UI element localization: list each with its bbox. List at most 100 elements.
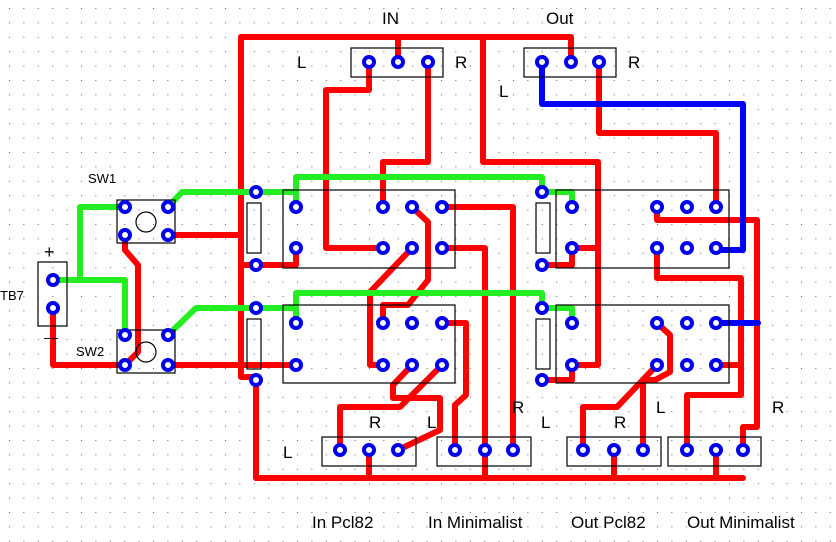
grid-dot bbox=[181, 368, 183, 369]
grid-dot bbox=[685, 123, 687, 125]
grid-dot bbox=[66, 425, 68, 427]
diode4-outline bbox=[535, 318, 551, 370]
grid-dot bbox=[153, 339, 154, 341]
grid-dot bbox=[37, 209, 39, 211]
grid-dot bbox=[469, 425, 471, 427]
grid-dot bbox=[829, 123, 831, 125]
grid-dot bbox=[426, 353, 428, 355]
grid-dot bbox=[757, 65, 759, 67]
grid-dot bbox=[9, 339, 10, 341]
grid-dot bbox=[311, 483, 313, 485]
grid-dot bbox=[599, 8, 601, 9]
grid-dot bbox=[570, 152, 572, 153]
grid-dot bbox=[23, 51, 25, 53]
label-sw2: SW2 bbox=[76, 344, 104, 359]
grid-dot bbox=[354, 252, 356, 254]
grid-dot bbox=[513, 497, 514, 499]
grid-dot bbox=[196, 483, 198, 485]
grid-dot bbox=[685, 65, 687, 67]
grid-dot bbox=[297, 454, 298, 456]
grid-dot bbox=[815, 180, 817, 182]
grid-dot bbox=[138, 209, 140, 211]
grid-dot bbox=[801, 22, 802, 24]
grid-dot bbox=[599, 51, 601, 53]
grid-dot bbox=[225, 368, 226, 369]
grid-dot bbox=[23, 483, 25, 485]
pad bbox=[650, 358, 664, 372]
grid-dot bbox=[700, 353, 702, 355]
grid-dot bbox=[282, 411, 284, 413]
grid-dot bbox=[570, 468, 572, 470]
grid-dot bbox=[81, 65, 82, 67]
grid-dot bbox=[585, 123, 586, 125]
grid-dot bbox=[671, 468, 673, 470]
grid-dot bbox=[225, 440, 226, 441]
grid-dot bbox=[786, 137, 788, 139]
grid-dot bbox=[340, 8, 342, 9]
grid-dot bbox=[426, 22, 428, 24]
grid-dot bbox=[685, 152, 687, 153]
grid-dot bbox=[426, 368, 428, 369]
grid-dot bbox=[613, 252, 615, 254]
grid-dot bbox=[52, 483, 54, 485]
grid-dot bbox=[181, 108, 183, 110]
grid-dot bbox=[167, 137, 169, 139]
grid-dot bbox=[253, 180, 255, 182]
grid-dot bbox=[700, 80, 702, 81]
grid-dot bbox=[297, 353, 298, 355]
grid-dot bbox=[23, 137, 25, 139]
grid-dot bbox=[700, 252, 702, 254]
in-jack-outline bbox=[350, 47, 444, 78]
grid-dot bbox=[671, 497, 673, 499]
grid-dot bbox=[599, 540, 601, 542]
grid-dot bbox=[383, 65, 385, 67]
grid-dot bbox=[153, 180, 154, 182]
grid-dot bbox=[743, 22, 745, 24]
grid-dot bbox=[412, 238, 414, 240]
grid-dot bbox=[541, 540, 543, 542]
grid-dot bbox=[138, 80, 140, 81]
trace bbox=[390, 362, 443, 453]
grid-dot bbox=[66, 339, 68, 341]
grid-dot bbox=[369, 540, 370, 542]
grid-dot bbox=[613, 425, 615, 427]
pad bbox=[161, 228, 175, 242]
grid-dot bbox=[628, 512, 630, 513]
grid-dot bbox=[426, 209, 428, 211]
grid-dot bbox=[585, 497, 586, 499]
grid-dot bbox=[657, 468, 658, 470]
grid-dot bbox=[167, 152, 169, 153]
grid-dot bbox=[37, 497, 39, 499]
grid-dot bbox=[469, 310, 471, 312]
grid-dot bbox=[772, 180, 774, 182]
grid-dot bbox=[829, 425, 831, 427]
grid-dot bbox=[513, 123, 514, 125]
grid-dot bbox=[801, 440, 802, 441]
grid-dot bbox=[498, 396, 500, 398]
grid-dot bbox=[498, 512, 500, 513]
grid-dot bbox=[642, 483, 644, 485]
grid-dot bbox=[369, 152, 370, 153]
grid-dot bbox=[815, 209, 817, 211]
grid-dot bbox=[167, 512, 169, 513]
grid-dot bbox=[527, 22, 529, 24]
grid-dot bbox=[613, 123, 615, 125]
grid-dot bbox=[714, 22, 716, 24]
grid-dot bbox=[354, 310, 356, 312]
grid-dot bbox=[153, 8, 154, 9]
grid-dot bbox=[498, 180, 500, 182]
grid-dot bbox=[498, 195, 500, 197]
grid-dot bbox=[642, 526, 644, 528]
grid-dot bbox=[426, 296, 428, 297]
grid-dot bbox=[167, 310, 169, 312]
grid-dot bbox=[455, 80, 457, 81]
grid-dot bbox=[340, 540, 342, 542]
grid-dot bbox=[268, 51, 270, 53]
grid-dot bbox=[138, 454, 140, 456]
grid-dot bbox=[52, 137, 54, 139]
grid-dot bbox=[354, 8, 356, 9]
grid-dot bbox=[772, 36, 774, 38]
grid-dot bbox=[714, 296, 716, 297]
grid-dot bbox=[412, 224, 414, 225]
grid-dot bbox=[210, 540, 212, 542]
